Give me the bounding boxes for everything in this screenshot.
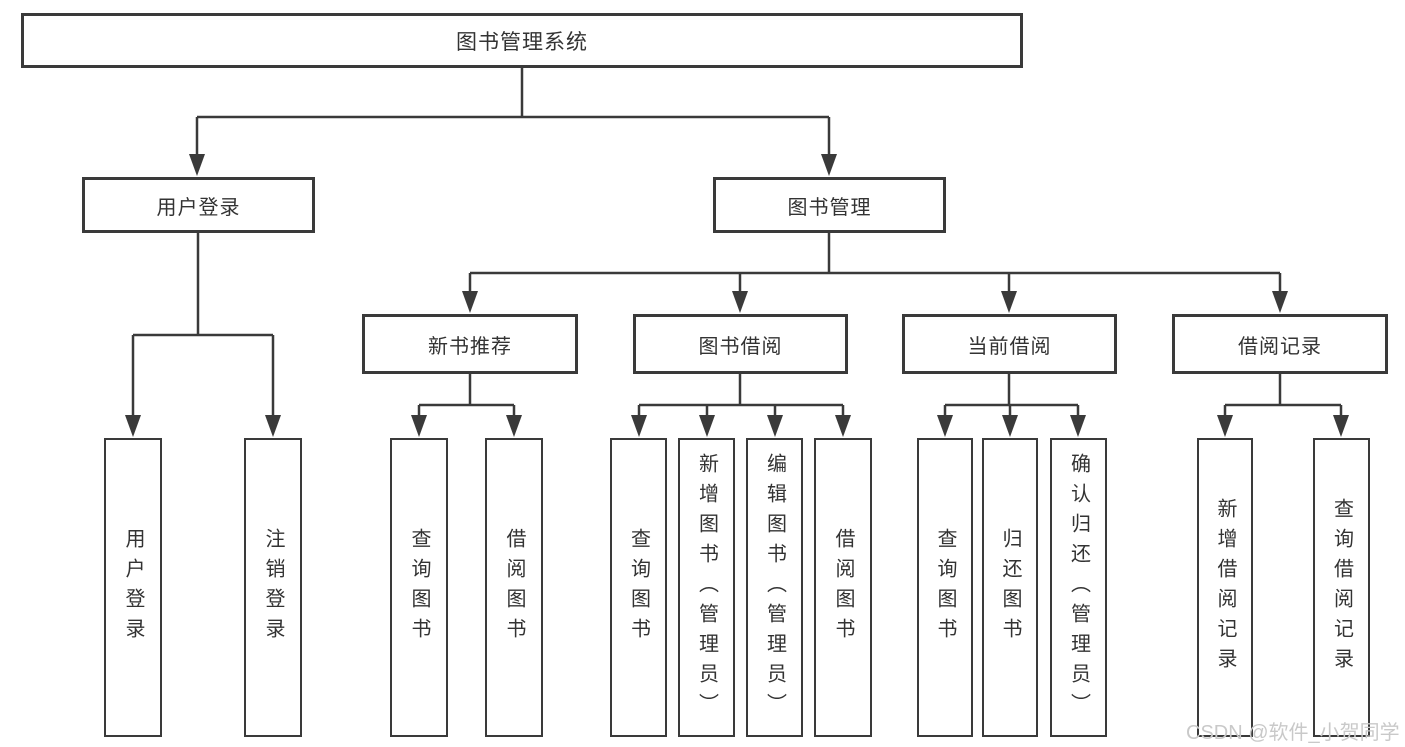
node-label: 图书借阅 (698, 335, 783, 358)
node-book-borrow: 图书借阅 (633, 314, 848, 374)
leaf-add-borrow-record: 新增借阅记录 (1197, 438, 1253, 737)
node-label: 借阅记录 (1238, 335, 1322, 358)
arrow-down-icon (506, 415, 522, 437)
connector-book-management-branch (468, 233, 1282, 295)
node-user-login: 用户登录 (82, 177, 315, 233)
arrow-down-icon (1333, 415, 1349, 437)
leaf-label: 新增图书（管理员） (695, 452, 718, 723)
node-library-management-system: 图书管理系统 (21, 13, 1023, 68)
leaf-edit-book-admin: 编辑图书（管理员） (746, 438, 803, 737)
arrow-down-icon (265, 415, 281, 437)
node-label: 图书管理系统 (456, 30, 588, 54)
node-label: 当前借阅 (967, 335, 1052, 358)
arrow-down-icon (937, 415, 953, 437)
arrow-down-icon (411, 415, 427, 437)
leaf-confirm-return-admin: 确认归还（管理员） (1050, 438, 1107, 737)
arrowheads (125, 154, 1349, 437)
leaf-label: 注销登录 (262, 527, 284, 648)
arrow-down-icon (462, 291, 478, 313)
arrow-down-icon (767, 415, 783, 437)
node-current-borrow: 当前借阅 (902, 314, 1117, 374)
leaf-borrow-books-recommend: 借阅图书 (485, 438, 543, 737)
arrow-down-icon (1070, 415, 1086, 437)
arrow-down-icon (1002, 415, 1018, 437)
leaf-label: 查询图书 (627, 527, 650, 648)
node-label: 图书管理 (787, 196, 872, 219)
node-label: 新书推荐 (428, 335, 512, 358)
node-borrow-records: 借阅记录 (1172, 314, 1388, 374)
arrow-down-icon (835, 415, 851, 437)
arrow-down-icon (1001, 291, 1017, 313)
arrow-down-icon (631, 415, 647, 437)
leaf-label: 查询图书 (934, 527, 956, 648)
connector-user-login-branch (131, 233, 275, 419)
leaf-query-books-current: 查询图书 (917, 438, 973, 737)
leaf-borrow-books: 借阅图书 (814, 438, 872, 737)
leaf-query-books-recommend: 查询图书 (390, 438, 448, 737)
arrow-down-icon (699, 415, 715, 437)
arrow-down-icon (1272, 291, 1288, 313)
leaf-return-books: 归还图书 (982, 438, 1038, 737)
arrow-down-icon (821, 154, 837, 176)
leaf-label: 借阅图书 (503, 527, 525, 648)
arrow-down-icon (732, 291, 748, 313)
leaf-label: 归还图书 (999, 527, 1021, 648)
connector-root (195, 68, 831, 158)
leaf-label: 编辑图书（管理员） (763, 452, 786, 723)
leaf-label: 查询图书 (408, 527, 430, 648)
leaf-label: 用户登录 (122, 527, 144, 648)
leaf-label: 确认归还（管理员） (1067, 452, 1090, 723)
node-book-management: 图书管理 (713, 177, 946, 233)
node-new-book-recommend: 新书推荐 (362, 314, 578, 374)
arrow-down-icon (189, 154, 205, 176)
leaf-label: 借阅图书 (832, 527, 854, 648)
connector-new-book-branch (417, 374, 516, 419)
connector-borrow-record-branch (1223, 374, 1343, 419)
csdn-watermark: CSDN @软件_小贺同学 (1186, 722, 1400, 744)
arrow-down-icon (125, 415, 141, 437)
leaf-user-login: 用户登录 (104, 438, 162, 737)
leaf-label: 查询借阅记录 (1330, 497, 1353, 678)
connector-current-borrow-branch (943, 374, 1080, 419)
node-label: 用户登录 (156, 196, 241, 219)
leaf-query-borrow-record: 查询借阅记录 (1313, 438, 1370, 737)
leaf-query-books-borrow: 查询图书 (610, 438, 667, 737)
leaf-label: 新增借阅记录 (1214, 497, 1236, 678)
leaf-add-book-admin: 新增图书（管理员） (678, 438, 735, 737)
leaf-logout: 注销登录 (244, 438, 302, 737)
connector-book-borrow-branch (637, 374, 845, 419)
arrow-down-icon (1217, 415, 1233, 437)
